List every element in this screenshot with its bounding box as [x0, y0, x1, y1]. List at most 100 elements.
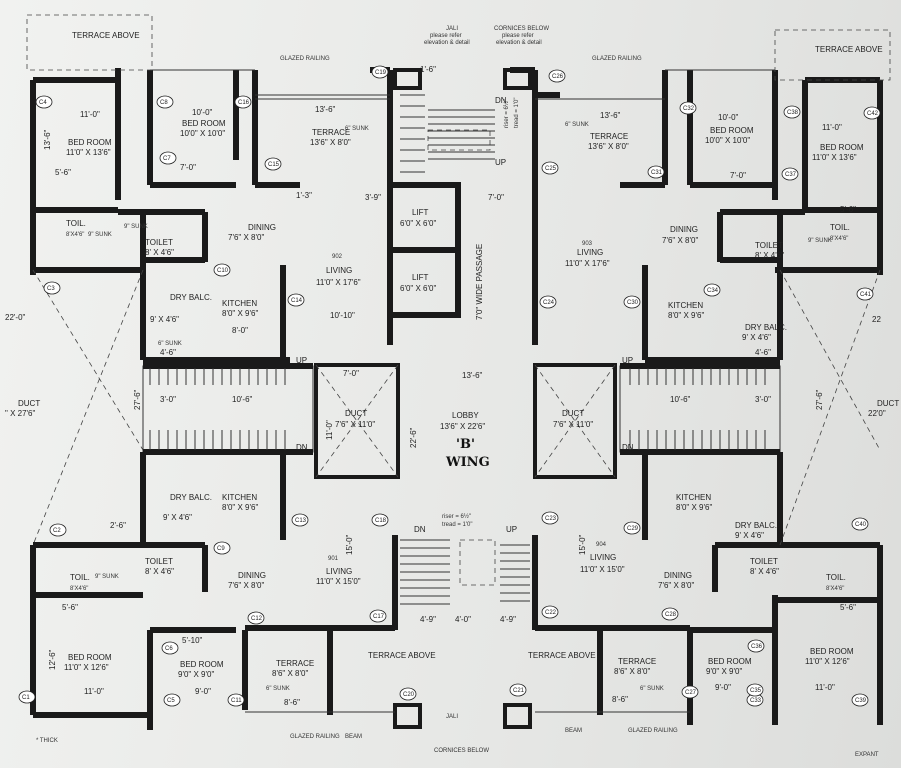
- dim-13-6-tr: 13'-6": [600, 111, 621, 120]
- column-marker-c23: [541, 511, 559, 525]
- dim-4-6-kl: 4'-6": [160, 348, 176, 357]
- column-label-c17: C17: [373, 614, 385, 620]
- flat-903: 903: [582, 241, 593, 247]
- flat-901: 901: [328, 556, 339, 562]
- up-stair-l: UP: [296, 356, 307, 365]
- column-marker-c5: [163, 693, 181, 707]
- duct-side-right: DUCT: [877, 399, 899, 408]
- dn-stair-r: DN: [622, 443, 634, 452]
- column-label-c16: C16: [238, 100, 250, 106]
- dim-5-6-bl: 5'-6": [62, 603, 78, 612]
- terrace-above-label-bl: TERRACE ABOVE: [368, 651, 436, 660]
- elev-label-top2: elevation & detail: [496, 40, 542, 46]
- living-size-902: 11'0" X 17'6": [316, 278, 361, 287]
- lift1-size: 6'0" X 6'0": [400, 219, 436, 228]
- kitchen-size-bl: 8'0" X 9'6": [222, 503, 258, 512]
- dim-8-6-br: 8'-6": [612, 695, 628, 704]
- terrace-size-bl: 8'6" X 8'0": [272, 669, 308, 678]
- jali-label-top: JALI: [446, 26, 458, 32]
- toil-label-bl: TOIL.: [70, 573, 90, 582]
- dim-10-10: 10'-10": [330, 311, 355, 320]
- flat-902: 902: [332, 254, 343, 260]
- dim-4-6-kr: 4'-6": [755, 348, 771, 357]
- dim-5-6-tl: 5'-6": [55, 168, 71, 177]
- column-markers: C1C2C3C4C5C6C7C8C9C10C11C12C13C14C15C16C…: [18, 65, 881, 707]
- dim-7-6-l: 7'-0": [343, 369, 359, 378]
- duct-dim-right: 22'0": [868, 409, 886, 418]
- dim-27-6-right: 27'-6": [815, 389, 824, 410]
- column-marker-c27: [681, 685, 699, 699]
- column-marker-c42: [863, 106, 881, 120]
- bedroom-label-tr: BED ROOM: [820, 143, 864, 152]
- duct-dim-left: " X 27'6": [5, 409, 35, 418]
- drybalc-size-bl: 9' X 4'6": [163, 513, 192, 522]
- column-label-c3: C3: [47, 286, 55, 292]
- dim-7-tl: 7'-0": [180, 163, 196, 172]
- column-label-c29: C29: [627, 526, 639, 532]
- terrace-size-tl: 13'6" X 8'0": [310, 138, 351, 147]
- dim-5-6-tr: 5'-6": [840, 205, 856, 214]
- kitchen-size-l: 8'0" X 9'6": [222, 309, 258, 318]
- kitchen-label-l: KITCHEN: [222, 299, 257, 308]
- column-label-c24: C24: [543, 300, 555, 306]
- bedroom2-label-tl: BED ROOM: [182, 119, 226, 128]
- column-label-c2: C2: [53, 528, 61, 534]
- sunk6-br: 6" SUNK: [640, 686, 664, 692]
- column-label-c42: C42: [867, 111, 879, 117]
- toil-label-r: TOIL.: [830, 223, 850, 232]
- kitchen-label-r: KITCHEN: [668, 301, 703, 310]
- dining-size-r: 7'6" X 8'0": [662, 236, 698, 245]
- drybalc-label-br: DRY BALC.: [735, 521, 777, 530]
- toilet-size-r: 8' X 4'6": [755, 251, 784, 260]
- drybalc-size-br: 9' X 4'6": [735, 531, 764, 540]
- column-marker-c14: [287, 293, 305, 307]
- sunk6-bl: 6" SUNK: [266, 686, 290, 692]
- bedroom-label-bl: BED ROOM: [68, 653, 112, 662]
- column-marker-c8: [156, 95, 174, 109]
- railings: [26, 14, 891, 713]
- toilet-size-l: 8' X 4'6": [145, 248, 174, 257]
- column-marker-c9: [213, 541, 231, 555]
- toil-label-l: TOIL.: [66, 219, 86, 228]
- terrace-label-tr: TERRACE: [590, 132, 628, 141]
- glazed-label-tl: GLAZED RAILING: [280, 56, 330, 62]
- bedroom2-size-bl: 9'0" X 9'0": [178, 670, 214, 679]
- sunk6-l: 6" SUNK: [345, 126, 369, 132]
- duct-left-label: DUCT: [345, 409, 367, 418]
- labels: TERRACE ABOVE BED ROOM 11'0" X 13'6" BED…: [5, 26, 899, 758]
- column-marker-c36: [747, 639, 765, 653]
- column-marker-c24: [539, 295, 557, 309]
- column-label-c13: C13: [295, 518, 307, 524]
- terrace-label-bl: TERRACE: [276, 659, 314, 668]
- bedroom-label-tl: BED ROOM: [68, 138, 112, 147]
- bedroom2-size-tr: 10'0" X 10'0": [705, 136, 750, 145]
- column-label-c8: C8: [160, 100, 168, 106]
- terrace-size-tr: 13'6" X 8'0": [588, 142, 629, 151]
- column-marker-c17: [369, 609, 387, 623]
- dim-13-6-lobby: 13'-6": [462, 371, 483, 380]
- drybalc-label-r: DRY BALC.: [745, 323, 787, 332]
- duct-side-left: DUCT: [18, 399, 40, 408]
- bedroom-size-bl: 11'0" X 12'6": [64, 663, 109, 672]
- column-marker-c11: [227, 693, 245, 707]
- column-label-c31: C31: [651, 170, 663, 176]
- column-marker-c40: [851, 517, 869, 531]
- sunk9-r: 9" SUNK: [808, 238, 832, 244]
- toilet-size-br: 8' X 4'6": [750, 567, 779, 576]
- bedroom2-label-bl: BED ROOM: [180, 660, 224, 669]
- column-label-c33: C33: [750, 698, 762, 704]
- dining-size-l: 7'6" X 8'0": [228, 233, 264, 242]
- dim-10-6-l: 10'-6": [232, 395, 253, 404]
- dim-27-6-left: 27'-6": [133, 389, 142, 410]
- dim-1-3: 1'-3": [296, 191, 312, 200]
- living-label-901: LIVING: [326, 567, 352, 576]
- living-label-902: LIVING: [326, 266, 352, 275]
- wing-title: 'B': [456, 437, 475, 452]
- dim-4-9-l: 4'-9": [420, 615, 436, 624]
- column-marker-c3: [43, 281, 61, 295]
- column-label-c23: C23: [545, 516, 557, 522]
- lift1-label: LIFT: [412, 208, 429, 217]
- lobby-label: LOBBY: [452, 411, 479, 420]
